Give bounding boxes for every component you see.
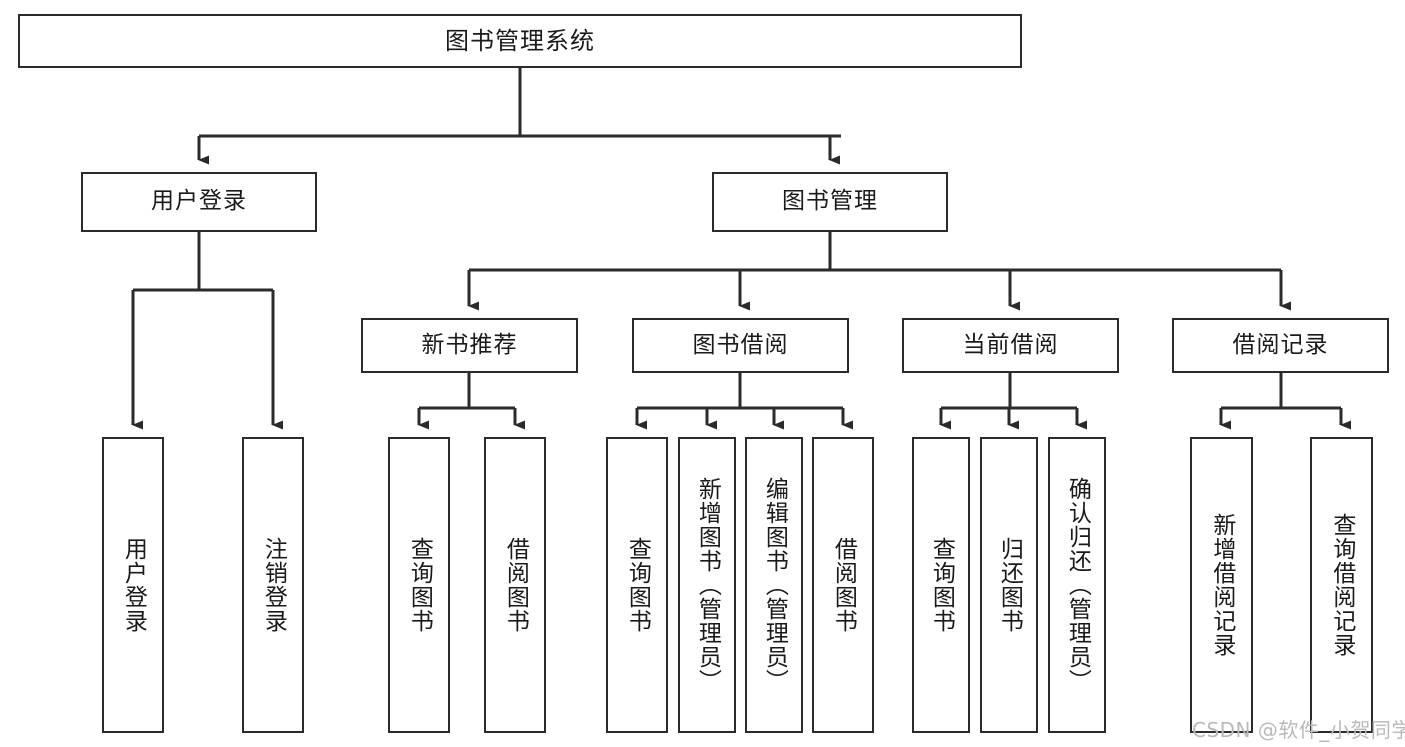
node-label: 确认归还（管理员） — [1064, 477, 1091, 693]
node-leaf-add-book-admin[interactable]: 新增图书（管理员） — [678, 437, 736, 733]
node-new-book-recommend[interactable]: 新书推荐 — [361, 318, 578, 373]
node-label: 当前借阅 — [962, 331, 1059, 358]
node-label: 注销登录 — [260, 537, 287, 633]
node-book-manage[interactable]: 图书管理 — [712, 172, 948, 232]
node-label: 查询图书 — [624, 537, 651, 633]
node-label: 新增借阅记录 — [1208, 513, 1235, 657]
node-label: 新书推荐 — [421, 331, 518, 358]
node-leaf-user-login[interactable]: 用户登录 — [102, 437, 164, 733]
node-label: 图书管理系统 — [445, 26, 595, 55]
node-current-borrow[interactable]: 当前借阅 — [902, 318, 1119, 373]
node-label: 借阅图书 — [502, 537, 529, 633]
node-leaf-query-book-3[interactable]: 查询图书 — [912, 437, 970, 733]
node-root[interactable]: 图书管理系统 — [18, 14, 1022, 68]
node-leaf-borrow-book-1[interactable]: 借阅图书 — [484, 437, 546, 733]
node-leaf-borrow-book-2[interactable]: 借阅图书 — [812, 437, 874, 733]
node-leaf-query-book-2[interactable]: 查询图书 — [606, 437, 668, 733]
node-label: 归还图书 — [996, 537, 1023, 633]
node-label: 图书借阅 — [692, 331, 789, 358]
node-leaf-add-borrow-record[interactable]: 新增借阅记录 — [1190, 437, 1253, 733]
node-label: 查询图书 — [928, 537, 955, 633]
node-label: 查询图书 — [406, 537, 433, 633]
node-borrow-record[interactable]: 借阅记录 — [1172, 318, 1389, 373]
node-label: 新增图书（管理员） — [694, 477, 721, 693]
node-leaf-query-borrow-record[interactable]: 查询借阅记录 — [1310, 437, 1373, 733]
node-user-login[interactable]: 用户登录 — [81, 172, 317, 232]
node-leaf-logout-login[interactable]: 注销登录 — [242, 437, 304, 733]
node-label: 图书管理 — [782, 188, 878, 215]
node-leaf-confirm-return-admin[interactable]: 确认归还（管理员） — [1048, 437, 1106, 733]
node-leaf-query-book-1[interactable]: 查询图书 — [388, 437, 450, 733]
node-book-borrow[interactable]: 图书借阅 — [632, 318, 849, 373]
node-label: 用户登录 — [151, 188, 247, 215]
node-label: 用户登录 — [120, 537, 147, 633]
node-leaf-return-book[interactable]: 归还图书 — [980, 437, 1038, 733]
node-label: 编辑图书（管理员） — [761, 477, 788, 693]
node-leaf-edit-book-admin[interactable]: 编辑图书（管理员） — [745, 437, 803, 733]
node-label: 查询借阅记录 — [1328, 513, 1355, 657]
node-label: 借阅图书 — [830, 537, 857, 633]
node-label: 借阅记录 — [1232, 331, 1329, 358]
